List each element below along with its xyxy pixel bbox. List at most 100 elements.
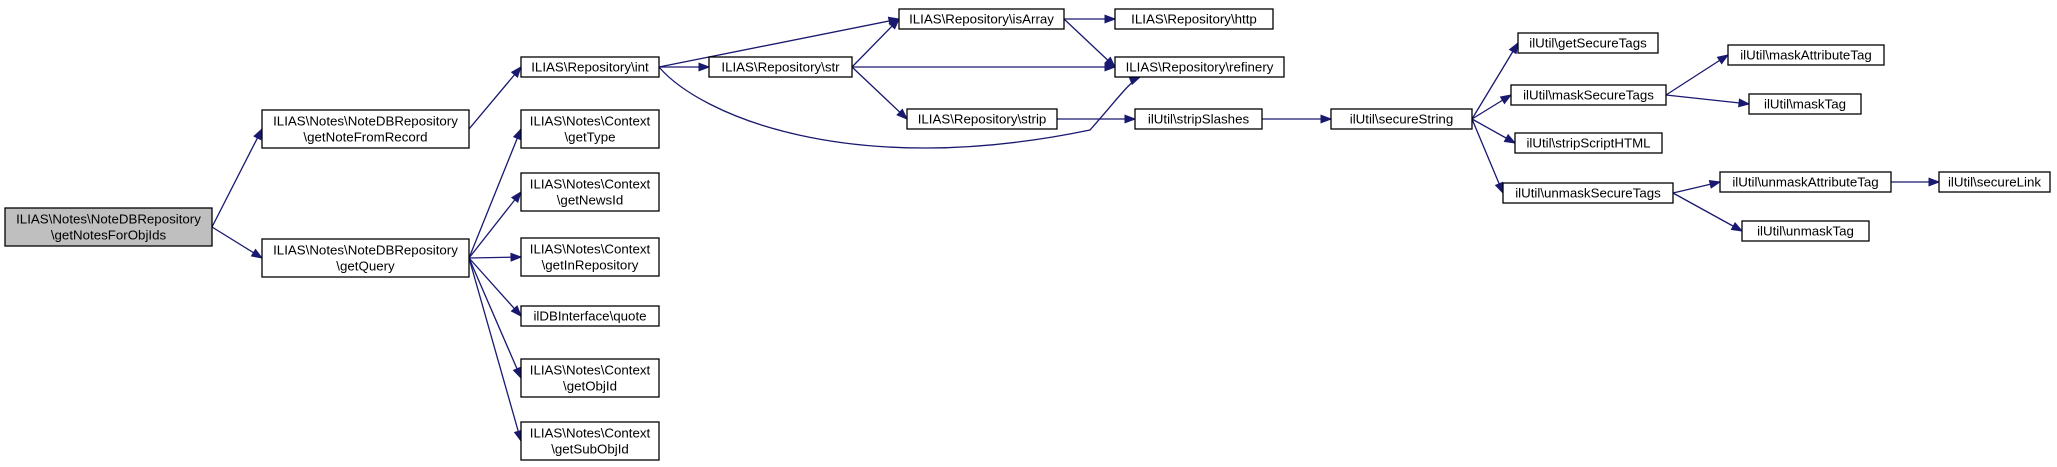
- edge-line: [468, 257, 522, 317]
- edge-line: [468, 191, 522, 259]
- node-label: \getSubObjId: [551, 442, 629, 457]
- edge-unmaskSecureTags-to-unmaskAttributeTag: [1672, 179, 1722, 194]
- node-unmaskSecureTags[interactable]: ilUtil\unmaskSecureTags: [1502, 182, 1674, 204]
- edge-secureString-to-stripScriptHTML: [1471, 118, 1517, 144]
- arrowhead: [1928, 177, 1941, 187]
- node-box: [520, 172, 660, 212]
- node-repoIsArray[interactable]: ILIAS\Repository\isArray: [898, 8, 1065, 30]
- arrowhead: [512, 127, 522, 141]
- edge-line: [658, 66, 1141, 149]
- edge-unmaskAttributeTag-to-secureLink: [1891, 177, 1941, 187]
- edge-line: [1665, 54, 1729, 96]
- node-label: ilUtil\maskSecureTags: [1523, 88, 1654, 103]
- node-ctxGetSubObjId[interactable]: ILIAS\Notes\Context\getSubObjId: [520, 421, 660, 461]
- edge-getNotesForObjIds-to-getNoteFromRecord: [211, 127, 263, 228]
- node-secureString[interactable]: ilUtil\secureString: [1330, 108, 1473, 130]
- node-unmaskAttributeTag[interactable]: ilUtil\unmaskAttributeTag: [1719, 171, 1892, 193]
- arrowhead: [698, 62, 711, 72]
- node-label: \getNewsId: [557, 193, 624, 208]
- node-box: [520, 358, 660, 398]
- arrowhead: [1708, 179, 1722, 189]
- node-maskSecureTags[interactable]: ilUtil\maskSecureTags: [1510, 84, 1667, 106]
- edge-line: [468, 128, 522, 259]
- node-label: ilUtil\unmaskAttributeTag: [1732, 175, 1878, 190]
- edge-repoStr-to-repoIsArray: [851, 17, 900, 68]
- node-label: ilDBInterface\quote: [533, 309, 646, 324]
- node-label: ILIAS\Repository\http: [1131, 12, 1257, 27]
- node-label: ilUtil\maskTag: [1764, 97, 1846, 112]
- edge-line: [1672, 192, 1743, 232]
- node-repoRefinery[interactable]: ILIAS\Repository\refinery: [1114, 56, 1285, 78]
- node-ctxGetNewsId[interactable]: ILIAS\Notes\Context\getNewsId: [520, 172, 660, 212]
- node-repoHttp[interactable]: ILIAS\Repository\http: [1114, 8, 1274, 30]
- node-label: ilUtil\maskAttributeTag: [1740, 48, 1872, 63]
- node-label: \getType: [564, 130, 615, 145]
- node-maskTag[interactable]: ilUtil\maskTag: [1748, 93, 1862, 115]
- arrowhead: [510, 65, 522, 78]
- node-layer: ILIAS\Notes\NoteDBRepository \getNotesFor…: [4, 8, 2051, 461]
- edge-layer: [211, 14, 1941, 443]
- node-box: [1134, 108, 1263, 130]
- node-label: ILIAS\Notes\Context: [530, 242, 651, 257]
- node-stripSlashes[interactable]: ilUtil\stripSlashes: [1134, 108, 1263, 130]
- edge-line: [468, 257, 522, 379]
- node-box: [1748, 93, 1862, 115]
- edge-getQuery-to-ctxGetInRepository: [468, 252, 523, 262]
- arrowhead: [1499, 94, 1513, 105]
- edge-getQuery-to-ctxGetNewsId: [468, 190, 522, 259]
- node-repoStr[interactable]: ILIAS\Repository\str: [708, 56, 853, 78]
- edge-repoIsArray-to-repoRefinery: [1063, 18, 1117, 68]
- edge-secureString-to-unmaskSecureTags: [1471, 118, 1504, 195]
- arrowhead: [1124, 114, 1137, 124]
- edge-getQuery-to-ctxGetSubObjId: [468, 257, 523, 443]
- edge-repoInt-to-repoStr: [659, 62, 711, 72]
- edge-maskSecureTags-to-maskTag: [1665, 94, 1751, 108]
- node-getSecureTags[interactable]: ilUtil\getSecureTags: [1517, 32, 1659, 54]
- node-box: [4, 207, 213, 247]
- node-box: [1727, 44, 1885, 66]
- node-label: ILIAS\Notes\NoteDBRepository: [273, 114, 458, 129]
- node-secureLink[interactable]: ilUtil\secureLink: [1938, 171, 2051, 193]
- node-dbQuote[interactable]: ilDBInterface\quote: [520, 305, 660, 327]
- edge-line: [468, 66, 522, 130]
- edge-repoIsArray-to-repoHttp: [1064, 14, 1117, 24]
- edge-repoStr-to-repoRefinery: [852, 62, 1117, 72]
- arrowhead: [888, 17, 900, 30]
- edge-line: [1471, 42, 1519, 120]
- node-getNoteFromRecord[interactable]: ILIAS\Notes\NoteDBRepository\getNoteFrom…: [261, 109, 470, 149]
- node-box: [1517, 32, 1659, 54]
- node-repoInt[interactable]: ILIAS\Repository\int: [520, 56, 660, 78]
- arrowhead: [510, 190, 522, 204]
- edge-unmaskSecureTags-to-unmaskTag: [1672, 192, 1744, 232]
- node-ctxGetObjId[interactable]: ILIAS\Notes\Context\getObjId: [520, 358, 660, 398]
- node-label: ILIAS\Notes\NoteDBRepository: [273, 243, 458, 258]
- node-getQuery[interactable]: ILIAS\Notes\NoteDBRepository\getQuery: [261, 238, 470, 278]
- arrowhead: [510, 305, 522, 318]
- node-label: ILIAS\Notes\Context: [530, 177, 651, 192]
- edge-secureString-to-maskSecureTags: [1471, 94, 1513, 120]
- edge-line: [851, 66, 908, 120]
- node-box: [1514, 132, 1663, 154]
- node-label: ilUtil\unmaskSecureTags: [1515, 186, 1661, 201]
- node-label: ILIAS\Notes\Context: [530, 114, 651, 129]
- node-box: [520, 109, 660, 149]
- node-repoStrip[interactable]: ILIAS\Repository\strip: [906, 108, 1058, 130]
- node-box: [520, 421, 660, 461]
- node-label: ilUtil\secureLink: [1948, 175, 2041, 190]
- node-ctxGetType[interactable]: ILIAS\Notes\Context\getType: [520, 109, 660, 149]
- node-ctxGetInRepository[interactable]: ILIAS\Notes\Context\getInRepository: [520, 237, 660, 277]
- node-stripScriptHTML[interactable]: ilUtil\stripScriptHTML: [1514, 132, 1663, 154]
- node-box: [1938, 171, 2051, 193]
- arrowhead: [1503, 133, 1517, 144]
- node-unmaskTag[interactable]: ilUtil\unmaskTag: [1741, 220, 1870, 242]
- edge-repoStr-to-repoStrip: [851, 66, 909, 120]
- node-maskAttributeTag[interactable]: ilUtil\maskAttributeTag: [1727, 44, 1885, 66]
- node-label: \getNotesForObjIds: [51, 228, 167, 243]
- edge-stripSlashes-to-secureString: [1262, 114, 1333, 124]
- node-box: [1741, 220, 1870, 242]
- arrowhead: [1494, 181, 1504, 195]
- edge-repoInt-to-repoRefinery: [658, 66, 1142, 149]
- node-box: [898, 8, 1065, 30]
- node-label: ilUtil\stripScriptHTML: [1526, 136, 1650, 151]
